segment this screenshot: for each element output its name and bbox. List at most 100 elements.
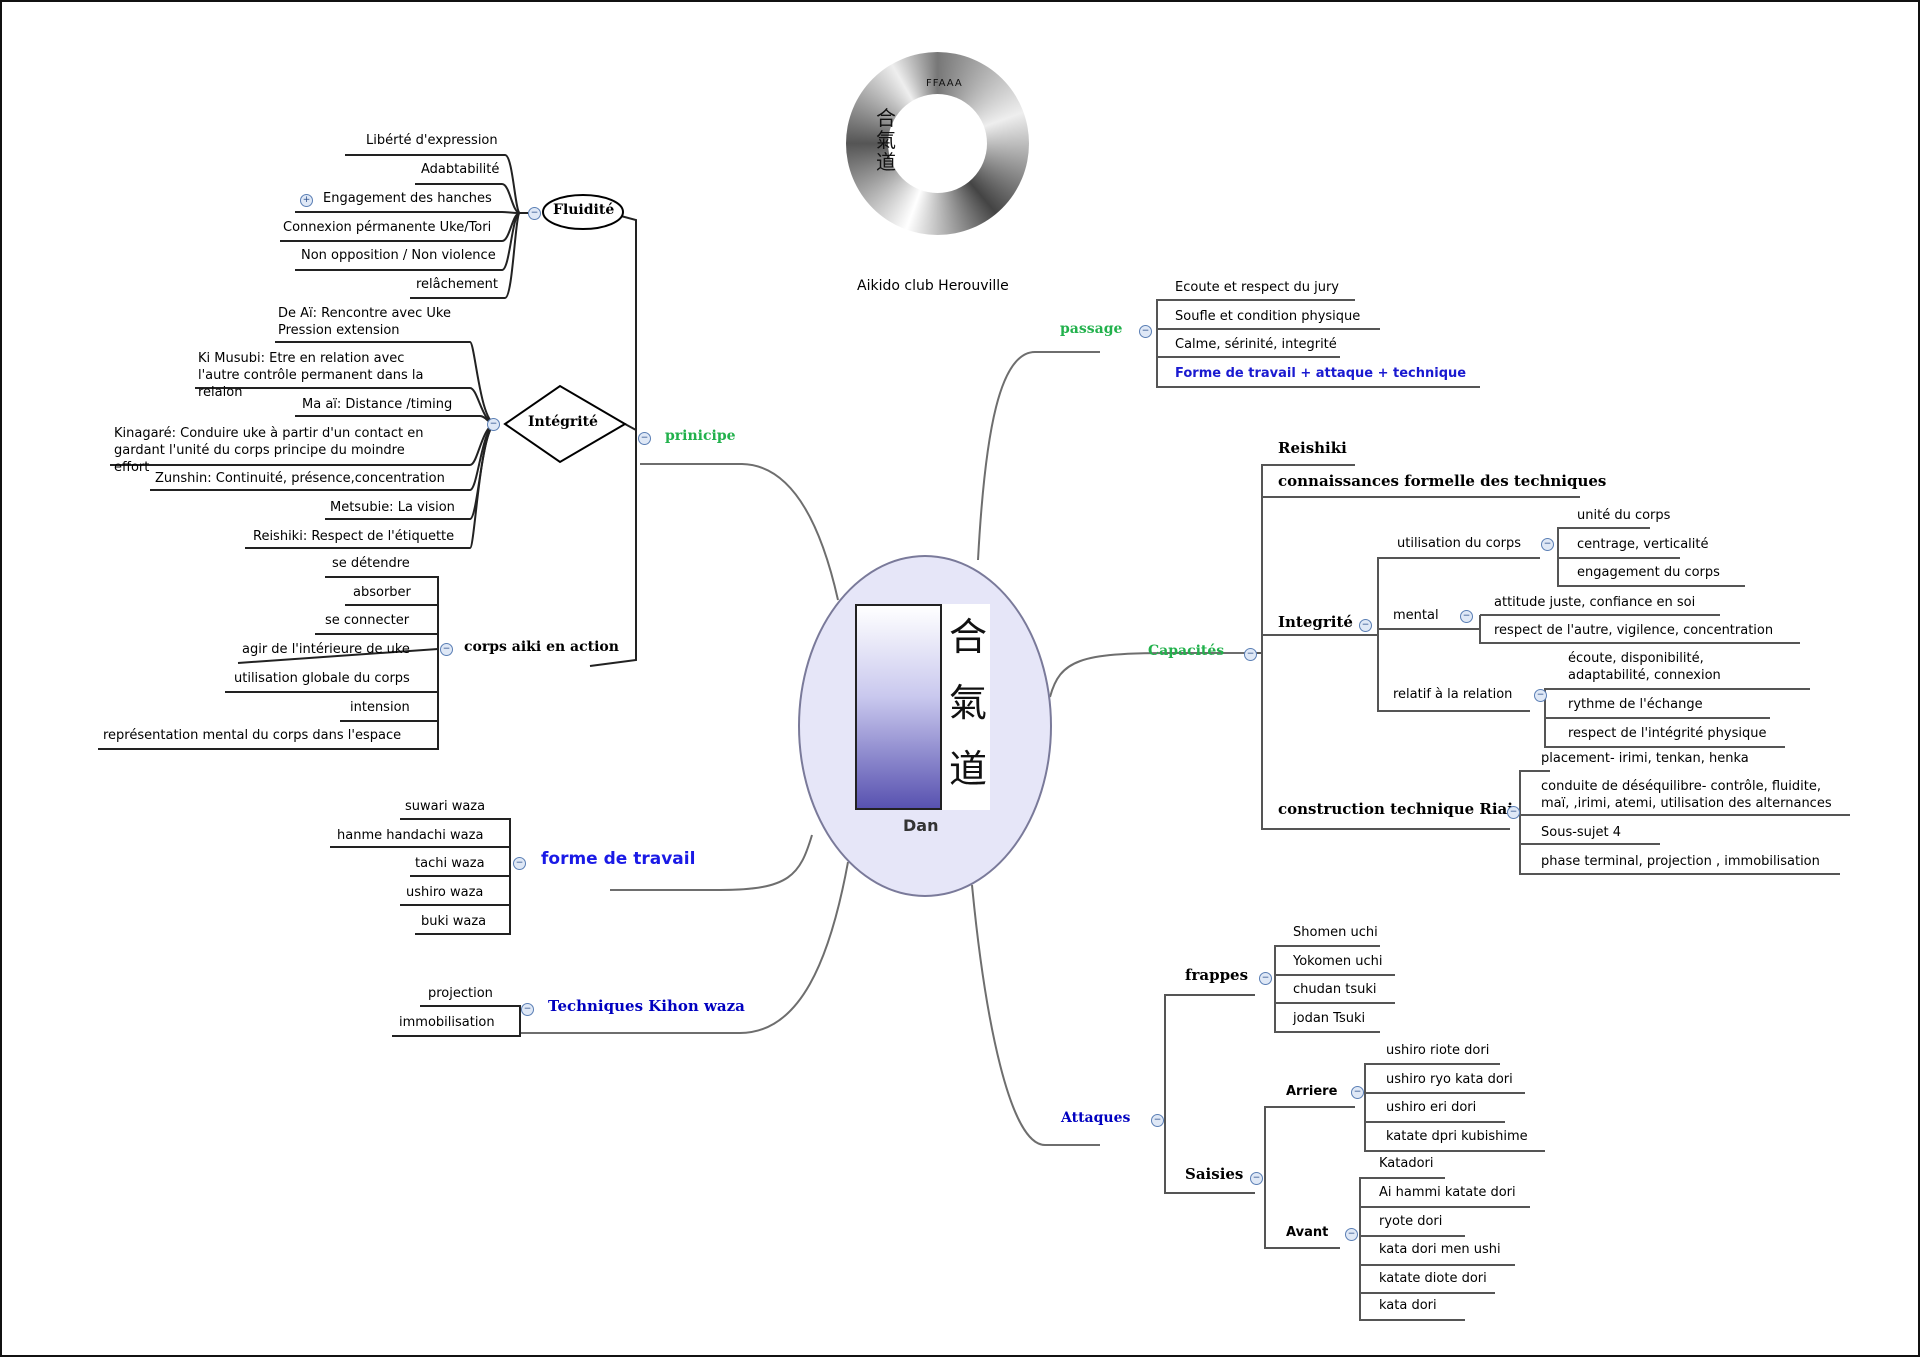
principe-label[interactable]: prinicipe [665,428,736,444]
collapse-icon[interactable] [1250,1172,1263,1185]
riai-item[interactable]: placement- irimi, tenkan, henka [1541,751,1749,766]
forme-item[interactable]: buki waza [421,914,487,929]
collapse-icon[interactable] [638,432,651,445]
collapse-icon[interactable] [1351,1086,1364,1099]
reishiki-label[interactable]: Reishiki [1278,439,1347,457]
frappes-item[interactable]: Shomen uchi [1293,925,1378,940]
corps-label[interactable]: corps aiki en action [464,639,619,655]
integrite-item[interactable]: Metsubie: La vision [330,500,455,515]
fluidite-item[interactable]: Connexion pérmanente Uke/Tori [283,220,492,235]
logo-kanji: 合氣道 [876,106,896,174]
collapse-icon[interactable] [1259,972,1272,985]
fluidite-item[interactable]: Non opposition / Non violence [301,248,496,263]
integrite-item[interactable]: Kinagaré: Conduire uke à partir d'un con… [114,426,424,475]
saisies-label[interactable]: Saisies [1185,1165,1244,1183]
forme-label[interactable]: forme de travail [541,849,696,869]
capacites-label[interactable]: Capacités [1148,643,1225,659]
forme-item[interactable]: tachi waza [415,856,485,871]
relation-item[interactable]: écoute, disponibilité, adaptabilité, con… [1568,651,1721,683]
frappes-item[interactable]: chudan tsuki [1293,982,1377,997]
relation-label[interactable]: relatif à la relation [1393,687,1513,702]
passage-item[interactable]: Ecoute et respect du jury [1175,280,1339,295]
fluidite-item[interactable]: Engagement des hanches [323,191,492,206]
integrite-item[interactable]: Ki Musubi: Etre en relation avec l'autre… [198,351,424,400]
frappes-label[interactable]: frappes [1185,966,1249,984]
arriere-item[interactable]: ushiro ryo kata dori [1386,1072,1513,1087]
collapse-icon[interactable] [513,857,526,870]
frappes-item[interactable]: Yokomen uchi [1293,954,1383,969]
passage-item[interactable]: Forme de travail + attaque + technique [1175,366,1467,381]
forme-item[interactable]: hanme handachi waza [337,828,484,843]
attaques-label[interactable]: Attaques [1061,1110,1131,1126]
collapse-icon[interactable] [1244,648,1257,661]
avant-item[interactable]: Ai hammi katate dori [1379,1185,1516,1200]
passage-item[interactable]: Soufle et condition physique [1175,309,1361,324]
corps-item[interactable]: absorber [353,585,411,600]
fluidite-item[interactable]: Libérté d'expression [366,133,498,148]
kihon-label[interactable]: Techniques Kihon waza [548,997,745,1015]
collapse-icon[interactable] [1151,1114,1164,1127]
corps-usage-label[interactable]: utilisation du corps [1397,536,1522,551]
integrite-label[interactable]: Intégrité [528,414,598,430]
fluidite-item[interactable]: Adabtabilité [421,162,500,177]
corps-item[interactable]: utilisation globale du corps [234,671,410,686]
fluidite-label[interactable]: Fluidité [553,202,615,218]
avant-item[interactable]: kata dori men ushi [1379,1242,1501,1257]
arriere-item[interactable]: ushiro riote dori [1386,1043,1490,1058]
collapse-icon[interactable] [1541,538,1554,551]
passage-item[interactable]: Calme, sérinité, integrité [1175,337,1337,352]
integrite-item[interactable]: Zunshin: Continuité, présence,concentrat… [155,471,445,486]
integrite-item[interactable]: Ma aï: Distance /timing [302,397,453,412]
mental-label[interactable]: mental [1393,608,1439,623]
integrite-cap-label[interactable]: Integrité [1278,613,1353,631]
riai-item[interactable]: phase terminal, projection , immobilisat… [1541,854,1820,869]
collapse-icon[interactable] [1460,610,1473,623]
mental-item[interactable]: respect de l'autre, vigilence, concentra… [1494,623,1774,638]
passage-label[interactable]: passage [1060,321,1123,337]
logo-caption: Aikido club Herouville [857,278,1009,294]
avant-label[interactable]: Avant [1286,1225,1329,1240]
collapse-icon[interactable] [521,1003,534,1016]
riai-item[interactable]: conduite de déséquilibre- contrôle, flui… [1541,779,1832,811]
corps-item[interactable]: représentation mental du corps dans l'es… [103,728,402,743]
arriere-item[interactable]: ushiro eri dori [1386,1100,1477,1115]
frappes-item[interactable]: jodan Tsuki [1293,1011,1366,1026]
forme-item[interactable]: ushiro waza [406,885,484,900]
collapse-icon[interactable] [528,207,541,220]
riai-item[interactable]: Sous-sujet 4 [1541,825,1622,840]
collapse-icon[interactable] [440,643,453,656]
relation-item[interactable]: respect de l'intégrité physique [1568,726,1767,741]
connaissances-label[interactable]: connaissances formelle des techniques [1278,472,1607,490]
integrite-item[interactable]: De Aï: Rencontre avec Uke Pression exten… [278,306,451,338]
avant-item[interactable]: Katadori [1379,1156,1434,1171]
brush-painting [855,604,942,810]
arriere-item[interactable]: katate dpri kubishime [1386,1129,1528,1144]
collapse-icon[interactable] [1534,689,1547,702]
arriere-label[interactable]: Arriere [1286,1084,1338,1099]
collapse-icon[interactable] [1139,325,1152,338]
kihon-item[interactable]: projection [428,986,493,1001]
expand-icon[interactable] [300,194,313,207]
corps-usage-item[interactable]: centrage, verticalité [1577,537,1709,552]
collapse-icon[interactable] [1359,619,1372,632]
mental-item[interactable]: attitude juste, confiance en soi [1494,595,1696,610]
corps-item[interactable]: se connecter [325,613,410,628]
fluidite-item[interactable]: relâchement [416,277,499,292]
corps-item[interactable]: intension [350,700,410,715]
riai-label[interactable]: construction technique Riai [1278,800,1513,818]
corps-item[interactable]: agir de l'intérieure de uke [242,642,410,657]
forme-item[interactable]: suwari waza [405,799,486,814]
corps-usage-item[interactable]: engagement du corps [1577,565,1720,580]
corps-usage-item[interactable]: unité du corps [1577,508,1671,523]
integrite-node-shape [503,384,627,464]
avant-item[interactable]: ryote dori [1379,1214,1443,1229]
collapse-icon[interactable] [487,418,500,431]
avant-item[interactable]: kata dori [1379,1298,1437,1313]
avant-item[interactable]: katate diote dori [1379,1271,1487,1286]
integrite-item[interactable]: Reishiki: Respect de l'étiquette [253,529,455,544]
relation-item[interactable]: rythme de l'échange [1568,697,1703,712]
collapse-icon[interactable] [1345,1228,1358,1241]
collapse-icon[interactable] [1507,806,1520,819]
kihon-item[interactable]: immobilisation [399,1015,495,1030]
corps-item[interactable]: se détendre [332,556,410,571]
